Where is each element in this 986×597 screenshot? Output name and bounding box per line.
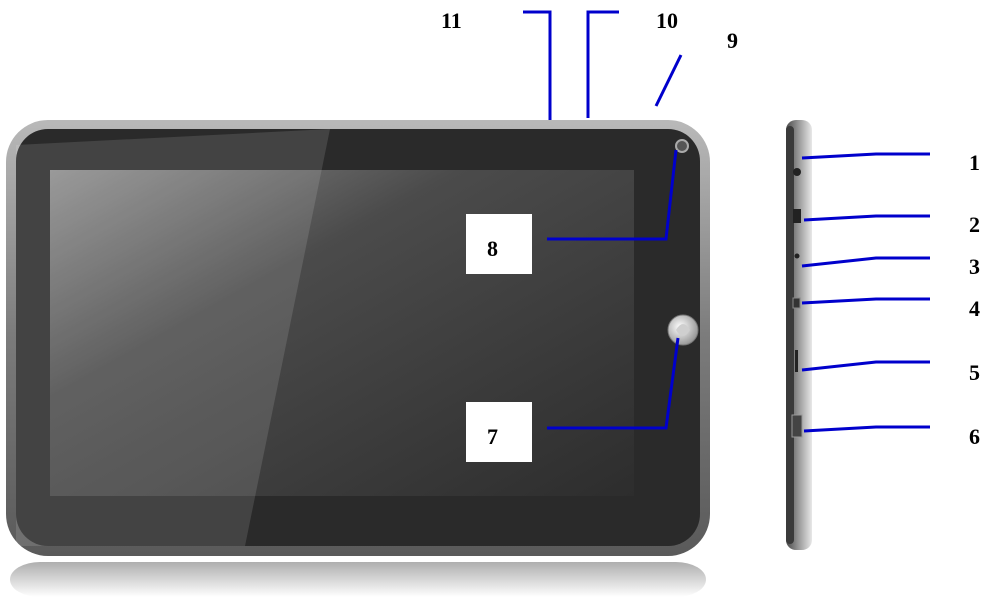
leader-line-2 bbox=[803, 214, 930, 222]
callout-4: 4 bbox=[969, 296, 980, 321]
leader-line-7 bbox=[547, 337, 680, 430]
callout-6: 6 bbox=[969, 424, 980, 449]
callout-1: 1 bbox=[969, 150, 980, 175]
callout-11: 11 bbox=[441, 8, 462, 33]
headphone-jack-icon bbox=[793, 168, 801, 176]
label-box-8 bbox=[466, 214, 532, 274]
leader-line-5 bbox=[801, 360, 930, 372]
leader-line-10 bbox=[586, 10, 619, 118]
leader-line-4 bbox=[801, 297, 930, 305]
leader-line-3 bbox=[801, 256, 930, 268]
microphone-icon bbox=[794, 253, 800, 259]
tablet-side bbox=[786, 120, 812, 550]
leader-line-1 bbox=[801, 152, 930, 160]
tablet-front bbox=[6, 120, 710, 556]
leader-line-6 bbox=[803, 425, 930, 433]
hdmi-port-icon bbox=[793, 209, 801, 223]
side-edge bbox=[786, 126, 794, 544]
leader-line-9 bbox=[654, 54, 683, 107]
callout-3: 3 bbox=[969, 254, 980, 279]
callout-10: 10 bbox=[656, 8, 678, 33]
callout-2: 2 bbox=[969, 212, 980, 237]
leader-line-8 bbox=[547, 149, 678, 241]
callout-7: 7 bbox=[487, 424, 498, 449]
callout-5: 5 bbox=[969, 360, 980, 385]
label-box-7 bbox=[466, 402, 532, 462]
leader-lines bbox=[523, 10, 930, 433]
tablet-reflection bbox=[10, 562, 706, 597]
card-slot-icon bbox=[795, 350, 798, 372]
home-button-mark bbox=[676, 324, 690, 336]
callout-8: 8 bbox=[487, 236, 498, 261]
tablet-screen bbox=[50, 170, 634, 496]
leader-line-11 bbox=[523, 10, 552, 120]
mini-usb-port-icon bbox=[792, 297, 801, 309]
usb-port-icon bbox=[791, 414, 803, 438]
screen-glare bbox=[16, 129, 330, 546]
camera-icon bbox=[675, 139, 689, 153]
callout-9: 9 bbox=[727, 28, 738, 53]
